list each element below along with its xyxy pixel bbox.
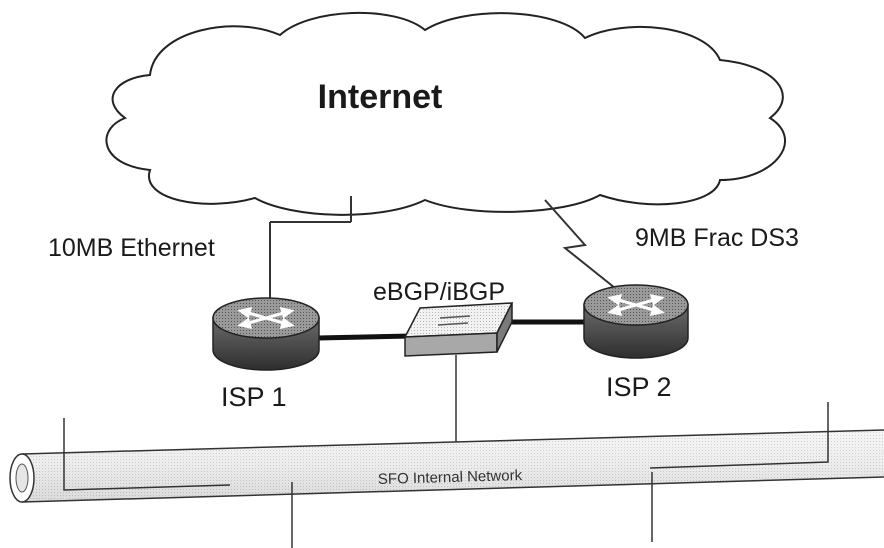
host-drop-left [63, 418, 231, 491]
host-drop-right [649, 402, 829, 469]
switch-icon [403, 302, 514, 357]
isp2-router-icon [583, 284, 689, 359]
internet-label: Internet [318, 78, 443, 116]
internet-cloud: Internet [105, 11, 787, 216]
ethernet-link-label: 10MB Ethernet [48, 234, 215, 262]
ds3-link-label: 9MB Frac DS3 [635, 224, 799, 252]
sfo-network-label: SFO Internal Network [378, 467, 523, 488]
peering-link-label: eBGP/iBGP [373, 278, 505, 306]
isp1-router-icon [212, 297, 320, 371]
isp1-label: ISP 1 [221, 382, 287, 412]
isp2-label: ISP 2 [606, 372, 672, 402]
serial-uplink-bolt [544, 199, 621, 293]
internal-network-pipe [9, 429, 884, 503]
peering-line-left [317, 333, 413, 341]
